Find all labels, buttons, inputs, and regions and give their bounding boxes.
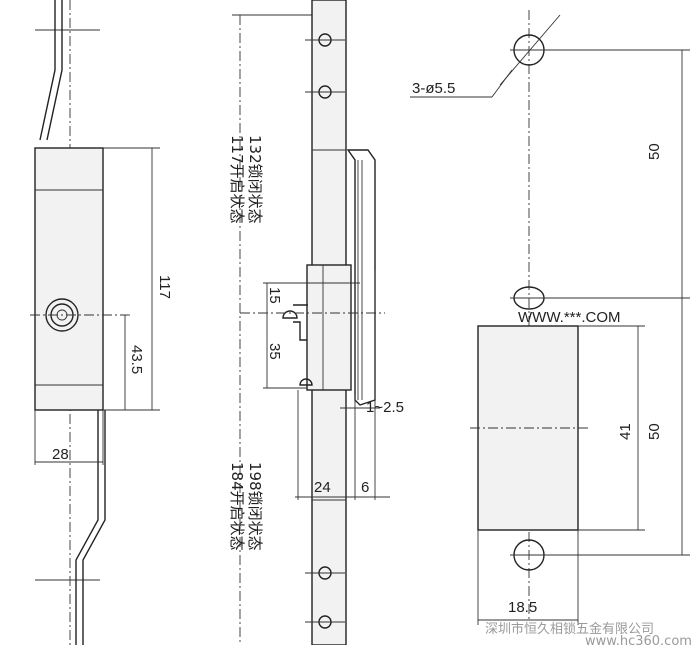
dim-width-28: 28 [52,446,69,463]
dim-height-117: 117 [156,275,173,299]
dim-upper-50: 50 [646,143,663,160]
dim-width-18-5: 18.5 [508,599,537,616]
dim-keyhole-43-5: 43.5 [128,345,145,374]
dim-6: 6 [361,479,369,496]
right-view: 3-ø5.5 WWW.***.COM 50 50 41 18.5 [410,10,690,625]
left-view: 117 43.5 28 [30,0,173,645]
note-198-locked: 198锁闭状态 [246,462,264,551]
dim-gap-1-2-5: 1~2.5 [366,399,404,416]
note-132-locked: 132锁闭状态 [246,135,264,224]
hole-note: 3-ø5.5 [412,80,455,97]
note-117-open: 117开启状态 [228,135,246,224]
dim-24: 24 [314,479,331,496]
side-view: 132锁闭状态 117开启状态 198锁闭状态 184开启状态 15 35 1~… [228,0,404,645]
dim-15: 15 [266,287,283,304]
dim-plate-41: 41 [617,423,634,440]
dim-35: 35 [266,343,283,360]
watermark-company: 深圳市恒久相锁五金有限公司 [485,621,654,637]
dim-lower-50: 50 [646,423,663,440]
watermark-url: www.hc360.com [585,634,692,645]
note-184-open: 184开启状态 [228,462,246,551]
site-mark: WWW.***.COM [518,309,621,326]
